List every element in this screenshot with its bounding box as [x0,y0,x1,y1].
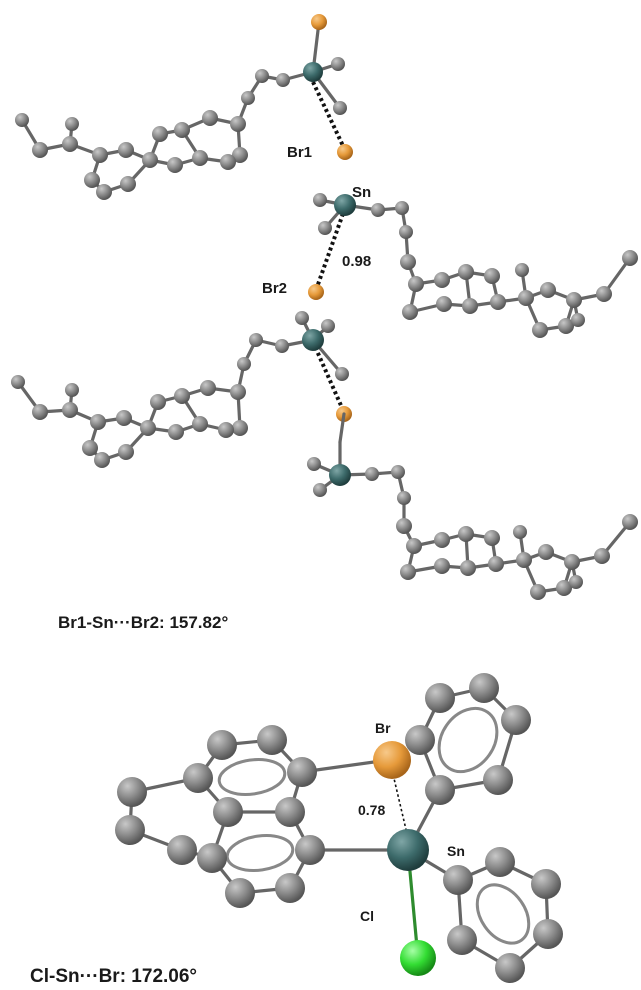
atom-br2 [308,284,324,300]
atom-br-terminal [311,14,327,30]
contact-sn-br3 [311,341,345,411]
contact-sn-br2 [314,207,347,291]
aromatic-ring-3 [437,706,499,774]
unit-2-molecule [313,193,638,338]
label-br-bottom: Br [375,720,391,736]
aromatic-ring-2 [225,834,295,872]
unit-4-molecule [307,412,638,600]
unit-3-molecule [11,311,349,468]
label-cl-bottom: Cl [360,908,374,924]
atom-sn-bottom [387,829,429,871]
atom-br1 [337,144,353,160]
label-br2: Br2 [262,280,287,297]
bottom-panel-molecule: Br 0.78 Sn Cl Cl-Sn···Br: 172.06° [30,673,563,987]
atom-sn-4 [329,464,351,486]
contact-sn-br-bottom [391,769,409,839]
contact-sn-br1 [311,81,346,149]
aromatic-ring-1 [217,758,287,796]
unit-1-molecule [15,14,347,200]
label-distance-top: 0.98 [342,253,371,270]
atom-sn-1 [303,62,323,82]
label-br1: Br1 [287,144,312,161]
atom-br-bottom [373,741,411,779]
aromatic-ring-4 [475,883,531,945]
top-halogen-contacts [311,81,347,411]
atom-sn-3 [302,329,324,351]
label-distance-bottom: 0.78 [358,802,385,818]
top-panel-chain-structure: Br1 Sn 0.98 Br2 Br1-Sn···Br2: 157.82° [11,14,638,632]
atom-sn-2 [334,194,356,216]
bottom-angle-caption: Cl-Sn···Br: 172.06° [30,966,197,987]
top-angle-caption: Br1-Sn···Br2: 157.82° [58,613,228,632]
atom-cl-bottom [400,940,436,976]
label-sn-bottom: Sn [447,843,465,859]
label-sn: Sn [352,184,371,201]
